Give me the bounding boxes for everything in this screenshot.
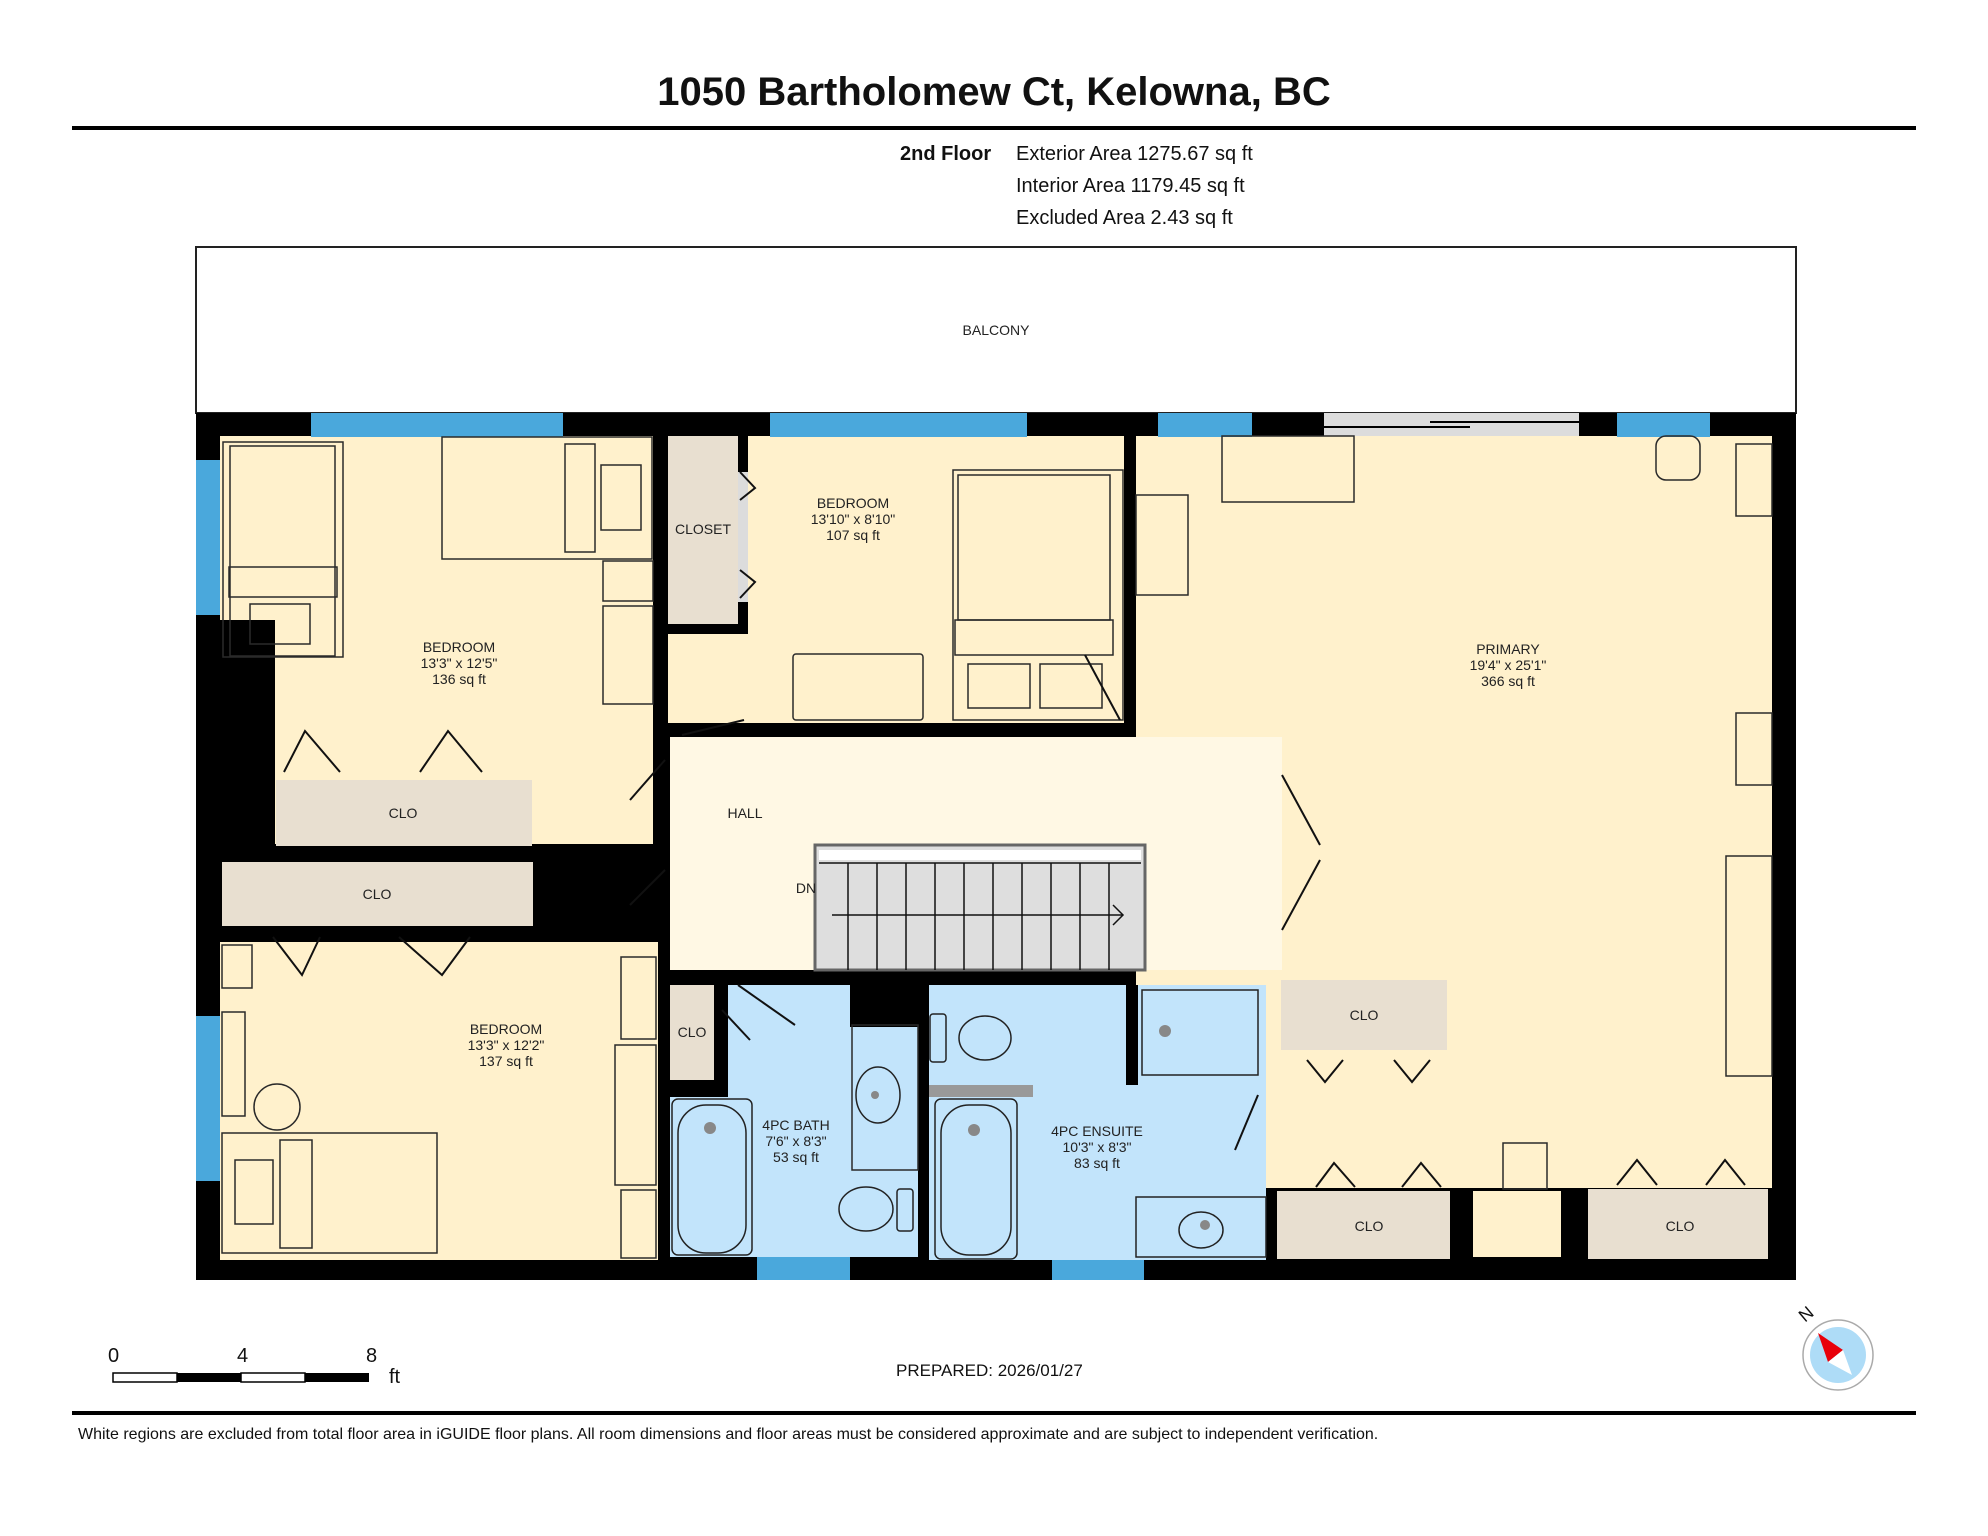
compass-icon — [1802, 1319, 1874, 1391]
closet-label: CLOSET — [675, 521, 731, 537]
bedroom-1-name: BEDROOM — [423, 639, 495, 655]
disclaimer-text: White regions are excluded from total fl… — [78, 1426, 1379, 1443]
bedroom-2-area: 107 sq ft — [826, 527, 880, 543]
closet-left-2 — [222, 862, 533, 926]
bedroom-1-dims: 13'3" x 12'5" — [421, 655, 498, 671]
wall-segment — [220, 620, 275, 844]
bath-name: 4PC BATH — [762, 1117, 829, 1133]
window — [770, 413, 1027, 437]
window — [1617, 413, 1710, 437]
bedroom-1-area: 136 sq ft — [432, 671, 486, 687]
staircase — [813, 843, 1147, 972]
property-address-title: 1050 Bartholomew Ct, Kelowna, BC — [657, 70, 1331, 114]
ensuite-dims: 10'3" x 8'3" — [1063, 1139, 1132, 1155]
closet-left-2-label: CLO — [363, 886, 392, 902]
bath-area: 53 sq ft — [773, 1149, 819, 1165]
primary-closet-2 — [1277, 1191, 1450, 1259]
window — [757, 1257, 850, 1280]
primary-dims: 19'4" x 25'1" — [1470, 657, 1547, 673]
window — [196, 1016, 220, 1181]
header-divider — [72, 126, 1916, 130]
primary-closet-2-label: CLO — [1355, 1218, 1384, 1234]
footer-divider — [72, 1411, 1916, 1415]
excluded-area: Excluded Area 2.43 sq ft — [1016, 207, 1233, 229]
interior-area: Interior Area 1179.45 sq ft — [1016, 175, 1245, 197]
bedroom-3-area: 137 sq ft — [479, 1053, 533, 1069]
exterior-area: Exterior Area 1275.67 sq ft — [1016, 143, 1253, 165]
bath-dims: 7'6" x 8'3" — [765, 1133, 826, 1149]
floor-label: 2nd Floor — [900, 143, 992, 165]
balcony-label: BALCONY — [963, 322, 1031, 338]
primary-closet-3 — [1588, 1189, 1768, 1259]
primary-area: 366 sq ft — [1481, 673, 1535, 689]
primary-closet-3-label: CLO — [1666, 1218, 1695, 1234]
balcony-area — [195, 246, 1797, 414]
closet-left-1 — [276, 780, 532, 846]
bedroom-3-dims: 13'3" x 12'2" — [468, 1037, 545, 1053]
scale-bar — [112, 1372, 369, 1383]
window — [196, 460, 220, 615]
bedroom-2-name: BEDROOM — [817, 495, 889, 511]
primary-name: PRIMARY — [1476, 641, 1540, 657]
stairs-down-label: DN — [796, 880, 816, 896]
ensuite-name: 4PC ENSUITE — [1051, 1123, 1143, 1139]
window — [1158, 413, 1252, 437]
bath-closet-label: CLO — [678, 1024, 707, 1040]
scale-tick-0: 0 — [108, 1345, 120, 1367]
bedroom-1-floor — [220, 436, 653, 844]
bedroom-3-name: BEDROOM — [470, 1021, 542, 1037]
scale-tick-8: 8 — [366, 1345, 378, 1367]
bedroom-2-dims: 13'10" x 8'10" — [811, 511, 896, 527]
prepared-date: PREPARED: 2026/01/27 — [896, 1361, 1083, 1380]
closet-left-1-label: CLO — [389, 805, 418, 821]
scale-tick-4: 4 — [237, 1345, 249, 1367]
window — [311, 413, 563, 437]
primary-closet-1 — [1281, 980, 1447, 1050]
hall-label: HALL — [727, 805, 762, 821]
window — [1052, 1260, 1144, 1280]
sliding-door — [1324, 413, 1579, 436]
ensuite-area: 83 sq ft — [1074, 1155, 1120, 1171]
bath-closet — [670, 985, 714, 1080]
scale-unit: ft — [389, 1366, 401, 1388]
primary-closet-1-label: CLO — [1350, 1007, 1379, 1023]
bedroom-3-floor — [220, 942, 658, 1260]
